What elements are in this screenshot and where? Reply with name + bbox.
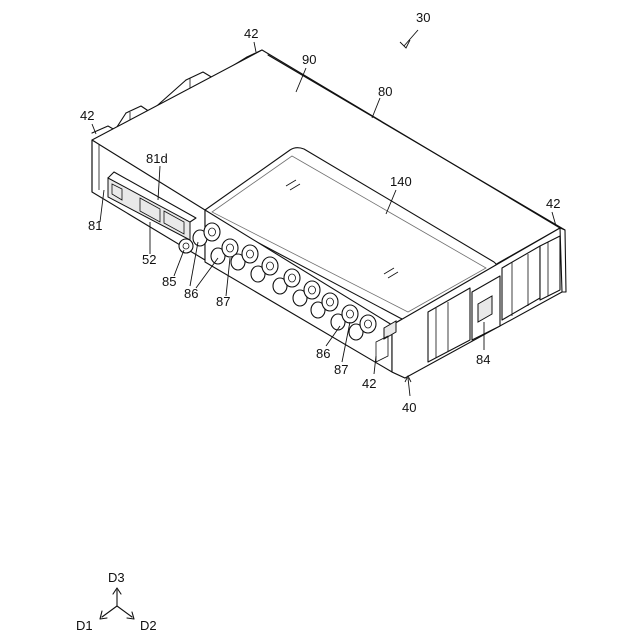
label-42-right: 42	[546, 196, 560, 211]
label-42-bottom: 42	[362, 376, 376, 391]
label-86-right: 86	[316, 346, 330, 361]
label-86-left: 86	[184, 286, 198, 301]
axis-label-d2: D2	[140, 618, 157, 633]
direction-axes: D3 D1 D2	[76, 570, 157, 633]
label-84: 84	[476, 352, 490, 367]
label-85: 85	[162, 274, 176, 289]
axis-label-d1: D1	[76, 618, 93, 633]
label-90: 90	[302, 52, 316, 67]
label-30: 30	[416, 10, 430, 25]
label-42-left: 42	[80, 108, 94, 123]
label-81d: 81d	[146, 151, 168, 166]
label-87-right: 87	[334, 362, 348, 377]
device-30	[92, 50, 566, 378]
label-140: 140	[390, 174, 412, 189]
label-81: 81	[88, 218, 102, 233]
label-87-left: 87	[216, 294, 230, 309]
label-52: 52	[142, 252, 156, 267]
label-42-top: 42	[244, 26, 258, 41]
label-40: 40	[402, 400, 416, 415]
axis-label-d3: D3	[108, 570, 125, 585]
label-80: 80	[378, 84, 392, 99]
